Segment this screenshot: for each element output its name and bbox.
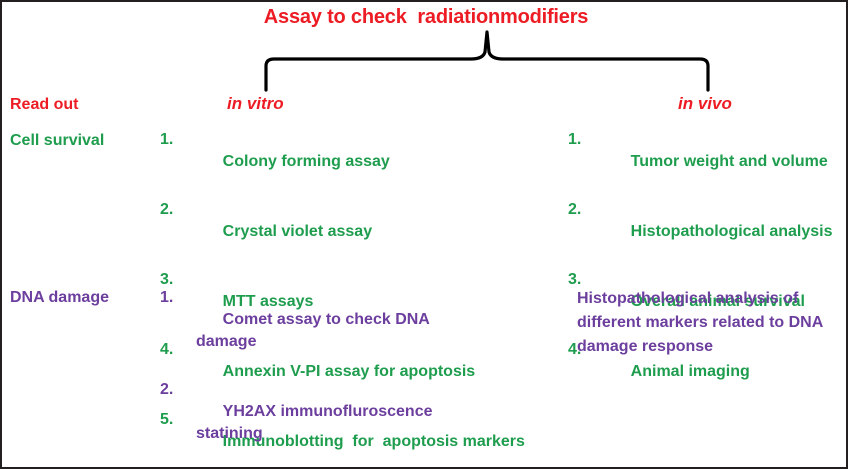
- row-label-cell-survival: Cell survival: [10, 132, 105, 149]
- list-item: 2. Crystal violet assay: [160, 199, 560, 265]
- list-cell-survival-in-vivo: 1. Tumor weight and volume 2. Histopatholo…: [568, 129, 846, 409]
- list-item: 3. Overall animal survival: [568, 269, 846, 335]
- row-label-dna-damage: DNA damage: [10, 289, 109, 306]
- list-item-label: Annexin V-PI assay for apoptosis: [222, 363, 476, 380]
- list-number: 1.: [160, 289, 174, 306]
- list-number: 1.: [160, 131, 174, 148]
- list-item-label: Colony forming assay: [222, 153, 390, 170]
- list-item-label: Overall animal survival: [630, 293, 805, 310]
- list-dna-damage-in-vitro: 1. Comet assay to check DNA damage 2. YH2A…: [160, 287, 452, 467]
- list-item-label: YH2AX immunofluroscence statining: [196, 403, 437, 442]
- list-number: 2.: [160, 201, 174, 218]
- list-item: 1. Tumor weight and volume: [568, 129, 846, 195]
- list-number: 2.: [568, 201, 582, 218]
- list-item: 1. Colony forming assay: [160, 129, 560, 195]
- column-header-in-vivo: in vivo: [678, 94, 732, 113]
- column-header-in-vitro: in vitro: [227, 94, 284, 113]
- list-item-label: Histopathological analysis: [630, 223, 833, 240]
- list-number: 4.: [568, 341, 582, 358]
- list-item-label: Immunoblotting for apoptosis markers: [222, 433, 525, 450]
- list-number: 5.: [160, 411, 174, 428]
- list-item-label: Comet assay to check DNA damage: [196, 311, 434, 350]
- list-item-label: MTT assays: [222, 293, 314, 310]
- brace-connector: [257, 30, 717, 92]
- list-item: 1. Comet assay to check DNA damage: [160, 287, 452, 375]
- row-label-read-out: Read out: [10, 96, 79, 113]
- paragraph-dna-damage-in-vivo: Histopathological analysis of different …: [577, 290, 828, 355]
- list-number: 3.: [160, 271, 174, 288]
- list-number: 4.: [160, 341, 174, 358]
- list-number: 1.: [568, 131, 582, 148]
- list-cell-survival-in-vitro: 1. Colony forming assay 2. Crystal violet …: [160, 129, 560, 467]
- list-number: 2.: [160, 381, 174, 398]
- list-item-label: Tumor weight and volume: [630, 153, 828, 170]
- list-item: 4. Animal imaging: [568, 339, 846, 405]
- list-item: 2. YH2AX immunofluroscence statining: [160, 379, 452, 467]
- brace-icon: [264, 30, 710, 92]
- list-item-label: Animal imaging: [630, 363, 750, 380]
- list-item: 2. Histopathological analysis: [568, 199, 846, 265]
- list-number: 3.: [568, 271, 582, 288]
- list-item: 5. Immunoblotting for apoptosis markers: [160, 409, 560, 467]
- list-item: 4. Annexin V-PI assay for apoptosis: [160, 339, 560, 405]
- list-item: 3. MTT assays: [160, 269, 560, 335]
- list-item-label: Crystal violet assay: [222, 223, 373, 240]
- page-title: Assay to check radiationmodifiers: [263, 6, 589, 28]
